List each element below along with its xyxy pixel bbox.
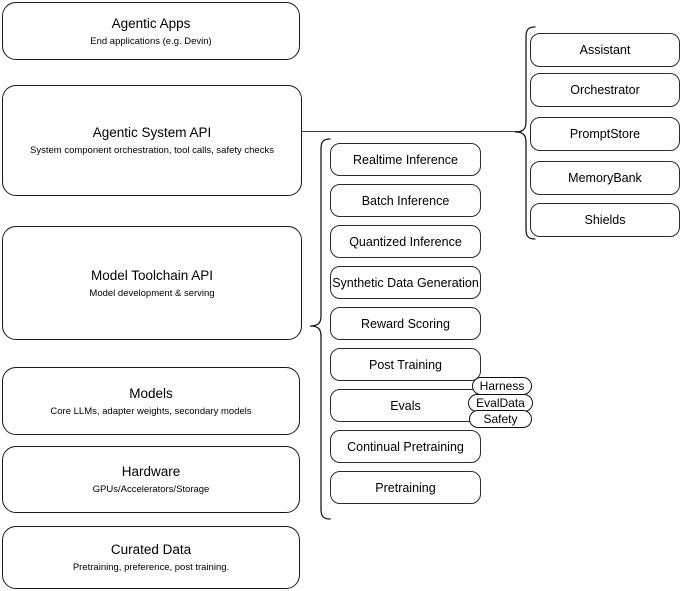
- toolchain-component-quantized-inference[interactable]: Quantized Inference: [330, 225, 481, 258]
- toolchain-component-evals[interactable]: Evals: [330, 389, 481, 422]
- toolchain-component-label: Evals: [390, 398, 421, 413]
- connector-system-api-to-components: [302, 131, 522, 132]
- toolchain-component-label: Realtime Inference: [353, 152, 458, 167]
- evals-badge-label: EvalData: [476, 396, 525, 410]
- stack-layer-agentic-system-api[interactable]: Agentic System API System component orch…: [2, 85, 302, 196]
- toolchain-component-label: Continual Pretraining: [347, 439, 464, 454]
- toolchain-component-batch-inference[interactable]: Batch Inference: [330, 184, 481, 217]
- system-component-shields[interactable]: Shields: [530, 203, 680, 237]
- toolchain-component-reward-scoring[interactable]: Reward Scoring: [330, 307, 481, 340]
- toolchain-component-label: Pretraining: [375, 480, 436, 495]
- toolchain-component-label: Batch Inference: [361, 193, 450, 208]
- system-component-label: Shields: [584, 213, 626, 227]
- toolchain-component-realtime-inference[interactable]: Realtime Inference: [330, 143, 481, 176]
- stack-layer-subtitle: Model development & serving: [89, 287, 215, 299]
- stack-layer-title: Curated Data: [110, 542, 192, 557]
- evals-badge-label: Harness: [479, 379, 525, 393]
- stack-layer-models[interactable]: Models Core LLMs, adapter weights, secon…: [2, 367, 300, 435]
- stack-layer-title: Agentic System API: [92, 125, 212, 140]
- stack-layer-subtitle: Core LLMs, adapter weights, secondary mo…: [50, 405, 252, 417]
- toolchain-component-synthetic-data-generation[interactable]: Synthetic Data Generation: [330, 266, 481, 299]
- stack-layer-subtitle: Pretraining, preference, post training.: [72, 562, 230, 573]
- toolchain-component-label: Quantized Inference: [349, 234, 462, 249]
- system-component-label: PromptStore: [569, 127, 641, 141]
- toolchain-component-label: Reward Scoring: [361, 316, 450, 331]
- stack-layer-title: Hardware: [121, 464, 181, 479]
- stack-layer-subtitle: End applications (e.g. Devin): [90, 35, 212, 47]
- stack-layer-agentic-apps[interactable]: Agentic Apps End applications (e.g. Devi…: [2, 2, 300, 60]
- toolchain-component-label: Synthetic Data Generation: [332, 275, 479, 290]
- brace-system-components: [514, 26, 536, 240]
- brace-toolchain-components: [309, 138, 331, 520]
- system-component-assistant[interactable]: Assistant: [530, 33, 680, 67]
- stack-layer-hardware[interactable]: Hardware GPUs/Accelerators/Storage: [2, 446, 300, 513]
- stack-layer-model-toolchain-api[interactable]: Model Toolchain API Model development & …: [2, 226, 302, 340]
- evals-badge-harness[interactable]: Harness: [472, 377, 532, 395]
- toolchain-component-post-training[interactable]: Post Training: [330, 348, 481, 381]
- system-component-memorybank[interactable]: MemoryBank: [530, 161, 680, 195]
- toolchain-component-label: Post Training: [369, 357, 442, 372]
- system-component-label: MemoryBank: [568, 171, 642, 185]
- stack-layer-title: Agentic Apps: [111, 15, 191, 31]
- system-component-label: Orchestrator: [570, 83, 640, 97]
- system-component-label: Assistant: [579, 43, 631, 57]
- system-component-orchestrator[interactable]: Orchestrator: [530, 73, 680, 107]
- toolchain-component-continual-pretraining[interactable]: Continual Pretraining: [330, 430, 481, 463]
- stack-layer-subtitle: GPUs/Accelerators/Storage: [92, 484, 210, 495]
- stack-layer-subtitle: System component orchestration, tool cal…: [30, 145, 274, 156]
- stack-layer-title: Model Toolchain API: [90, 267, 214, 283]
- toolchain-component-pretraining[interactable]: Pretraining: [330, 471, 481, 504]
- evals-badge-safety[interactable]: Safety: [469, 410, 532, 428]
- stack-layer-curated-data[interactable]: Curated Data Pretraining, preference, po…: [2, 526, 300, 589]
- system-component-promptstore[interactable]: PromptStore: [530, 117, 680, 151]
- evals-badge-label: Safety: [483, 412, 518, 426]
- stack-layer-title: Models: [129, 385, 173, 401]
